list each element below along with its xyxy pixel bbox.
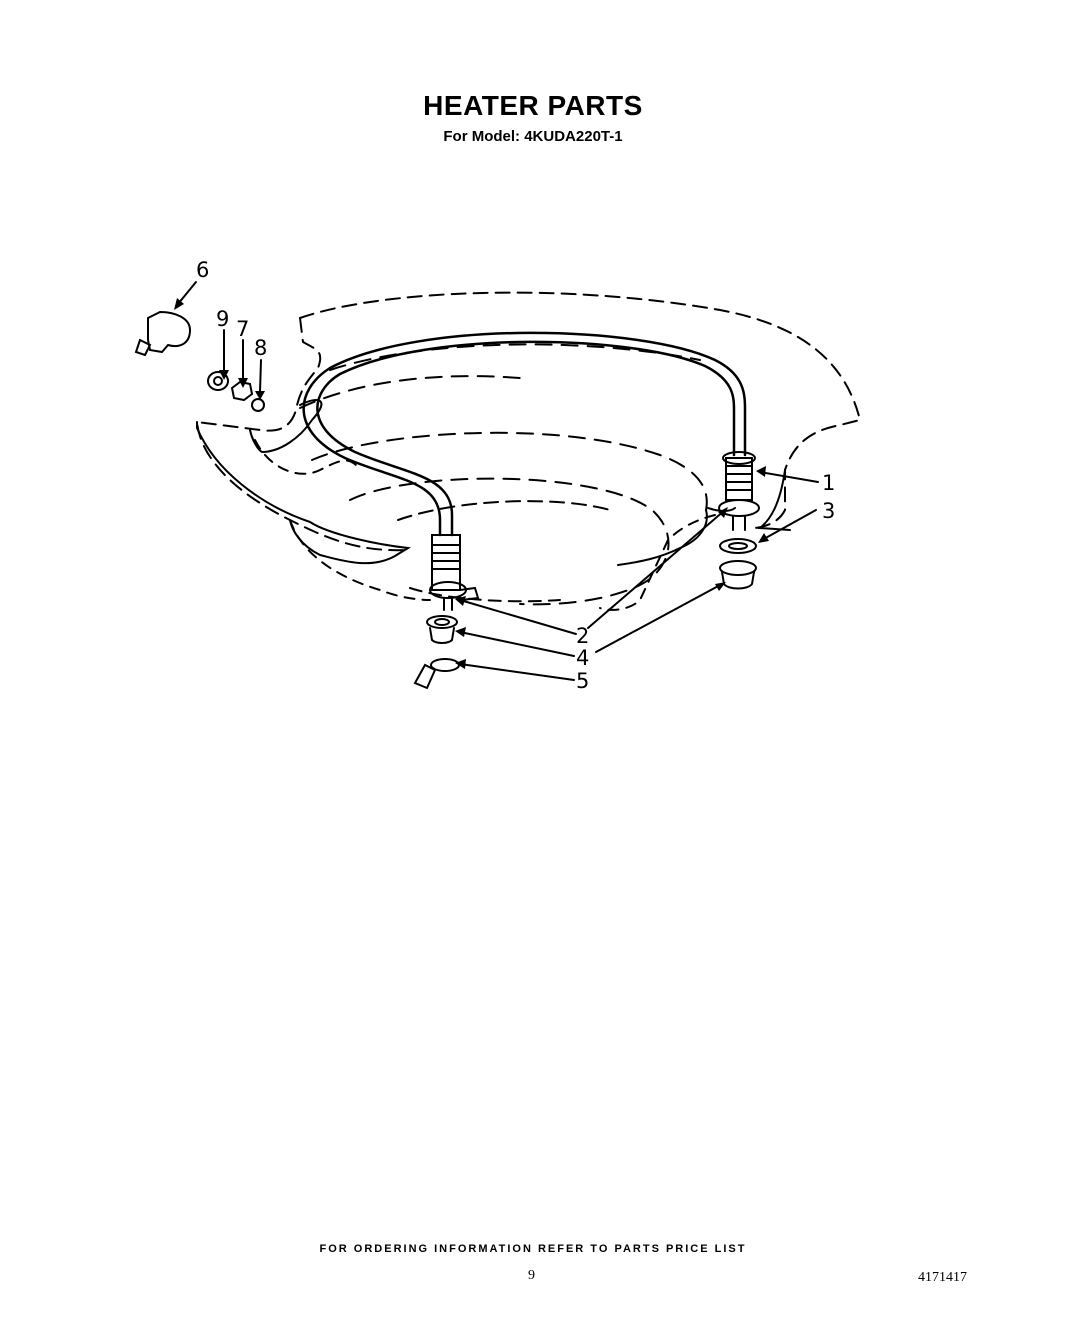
right-bushing-4 [719, 560, 757, 576]
tub-sidewall-right [757, 469, 791, 531]
left-terminal-spout [459, 586, 480, 601]
leader-4-b [595, 583, 723, 653]
callout-3: 3 [822, 499, 835, 523]
page-title: HEATER PARTS [423, 90, 643, 121]
arrowhead-3 [758, 533, 769, 543]
right-washer-3 [719, 538, 757, 554]
callout-6: 6 [196, 258, 209, 282]
callout-4: 4 [576, 646, 589, 670]
left-washer-4 [426, 615, 458, 629]
part-6-bracket [147, 310, 192, 354]
part-6-tab [134, 338, 152, 357]
callout-1: 1 [822, 471, 835, 495]
arrowhead-4b [715, 582, 726, 591]
right-terminal-top [722, 451, 756, 465]
callout-2: 2 [576, 624, 589, 648]
arrowhead-5 [455, 659, 466, 669]
tub-inner-curve-2 [299, 375, 521, 409]
leader-2-a [459, 599, 577, 635]
part-9-washer-inner [213, 376, 223, 386]
right-terminal-stem [732, 515, 746, 531]
callout-8: 8 [254, 336, 267, 360]
right-terminal-nut [718, 499, 760, 517]
heater-element-outer [302, 331, 747, 537]
part-9-washer [207, 371, 229, 391]
tub-wall-edge [196, 421, 412, 565]
arrowhead-4a [455, 627, 466, 637]
callout-7: 7 [236, 317, 249, 341]
leader-2-b [587, 509, 726, 629]
left-washer-4-inner [434, 618, 450, 626]
tub-inner-curve-3 [311, 431, 708, 511]
tub-sidewall-left [249, 399, 323, 454]
arrowhead-6 [174, 298, 184, 310]
callout-5: 5 [576, 669, 589, 693]
model-subtitle: For Model: 4KUDA220T-1 [443, 128, 623, 145]
part-8-ring [251, 398, 265, 412]
left-terminal-coils [431, 544, 461, 570]
leader-3 [761, 509, 817, 541]
leader-8 [259, 359, 262, 393]
left-clip [413, 663, 437, 690]
tub-inner-curve-5 [397, 500, 611, 521]
ordering-note: FOR ORDERING INFORMATION REFER TO PARTS … [319, 1243, 747, 1255]
arrowhead-2a [455, 596, 466, 606]
right-terminal-coils [725, 465, 753, 491]
left-terminal-spring [431, 534, 461, 591]
arrowhead-2b [718, 507, 728, 518]
tub-outer-rim [299, 291, 862, 529]
tub-left-rim [195, 317, 409, 552]
tub-corner-right [599, 514, 716, 611]
tub-drop-edge [289, 519, 431, 601]
leader-5 [459, 663, 575, 681]
right-washer-3-inner [728, 542, 748, 550]
tub-inner-curve-4 [349, 477, 670, 606]
left-bushing [429, 627, 455, 644]
arrowhead-8 [255, 391, 265, 400]
arrowhead-9 [219, 370, 229, 380]
leader-4-a [459, 631, 575, 657]
document-number: 4171417 [918, 1270, 967, 1285]
callout-9: 9 [216, 307, 229, 331]
leader-1 [759, 471, 819, 483]
page-number: 9 [528, 1268, 535, 1283]
left-terminal-stem [443, 597, 453, 611]
heater-element-inner [316, 340, 736, 537]
arrowhead-7 [238, 378, 248, 388]
leader-6 [177, 281, 197, 305]
arrowhead-1 [756, 466, 766, 477]
